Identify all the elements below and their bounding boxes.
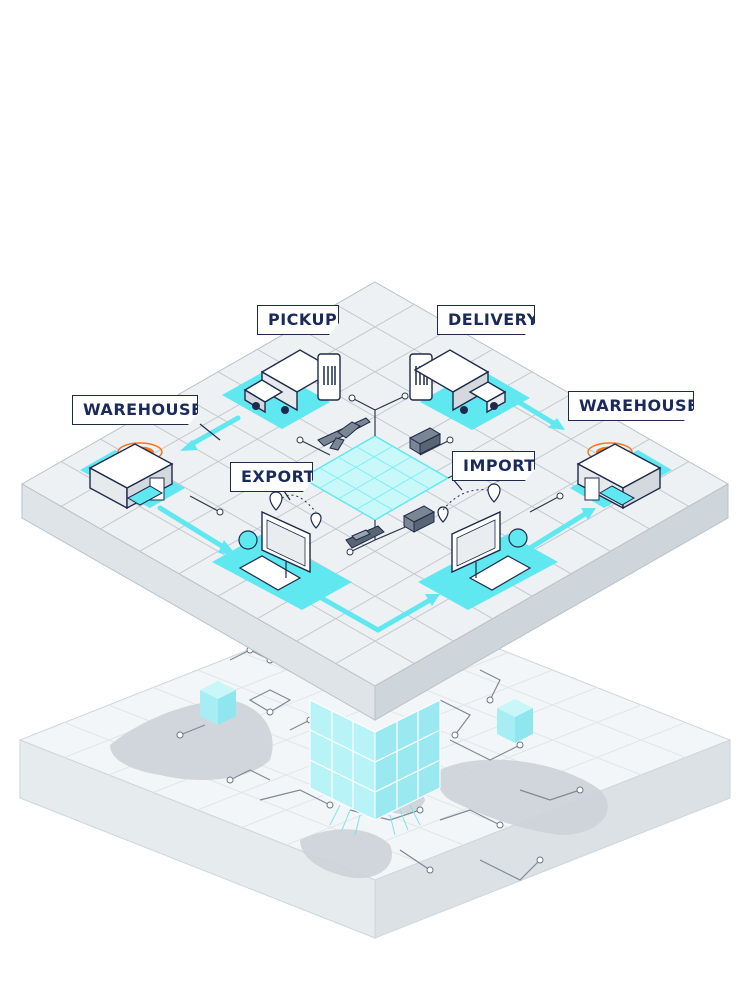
warehouse-icon — [88, 442, 174, 510]
lower-platform — [18, 599, 732, 939]
truck-icon — [408, 427, 442, 455]
truck-icon — [413, 349, 507, 414]
flow-arrows — [157, 395, 588, 633]
phone-icon — [317, 353, 341, 401]
globe-icon — [508, 528, 528, 548]
label-export: EXPORT — [230, 462, 313, 492]
label-warehouse-left: WAREHOUSE — [72, 395, 198, 425]
label-delivery: DELIVERY — [437, 305, 535, 335]
map-pin-icon — [269, 491, 322, 529]
warehouse-icon — [576, 442, 662, 510]
globe-icon — [238, 530, 258, 550]
world-map-icon — [110, 700, 608, 879]
label-pickup: PICKUP — [257, 305, 339, 335]
label-import: IMPORT — [452, 451, 535, 481]
data-cube — [497, 699, 533, 743]
airplane-icon — [317, 417, 371, 451]
data-pillar — [309, 699, 441, 836]
map-pin-icon — [437, 483, 501, 523]
label-warehouse-right: WAREHOUSE — [568, 391, 694, 421]
computer-icon — [451, 510, 532, 591]
truck-icon — [402, 505, 436, 533]
computer-icon — [238, 510, 311, 591]
ship-icon — [345, 525, 385, 549]
data-cube — [200, 681, 236, 725]
